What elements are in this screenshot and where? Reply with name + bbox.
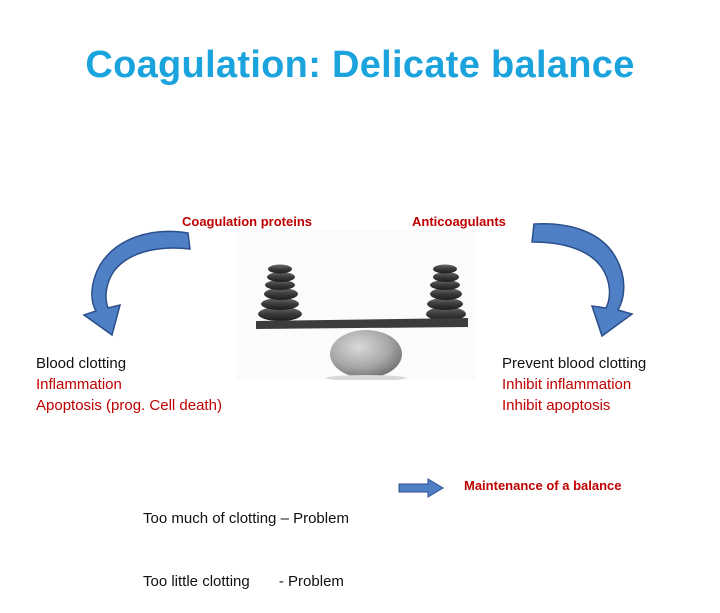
effect-prevent-blood-clotting: Prevent blood clotting [502,355,647,372]
effect-blood-clotting: Blood clotting [36,355,127,372]
effect-inhibit-apoptosis: Inhibit apoptosis [502,397,611,414]
effect-inflammation: Inflammation [36,376,122,393]
coagulation-effects-list: Blood clotting Inflammation Apoptosis (p… [36,353,222,416]
coagulation-proteins-label: Coagulation proteins [182,214,312,229]
problem-too-much: Too much of clotting – Problem [143,510,349,527]
problem-too-little: Too little clotting - Problem [143,573,344,590]
left-curved-arrow-icon [82,230,191,337]
right-arrow-icon [398,478,444,498]
anticoagulant-effects-list: Prevent blood clotting Inhibit inflammat… [502,353,646,416]
balance-stones-image [236,230,476,380]
effect-inhibit-inflammation: Inhibit inflammation [502,376,632,393]
effect-apoptosis: Apoptosis (prog. Cell death) [36,397,222,414]
page-title: Coagulation: Delicate balance [85,44,635,86]
anticoagulants-label: Anticoagulants [412,214,506,229]
right-curved-arrow-icon [531,223,634,338]
balance-note: Maintenance of a balance [464,478,622,493]
